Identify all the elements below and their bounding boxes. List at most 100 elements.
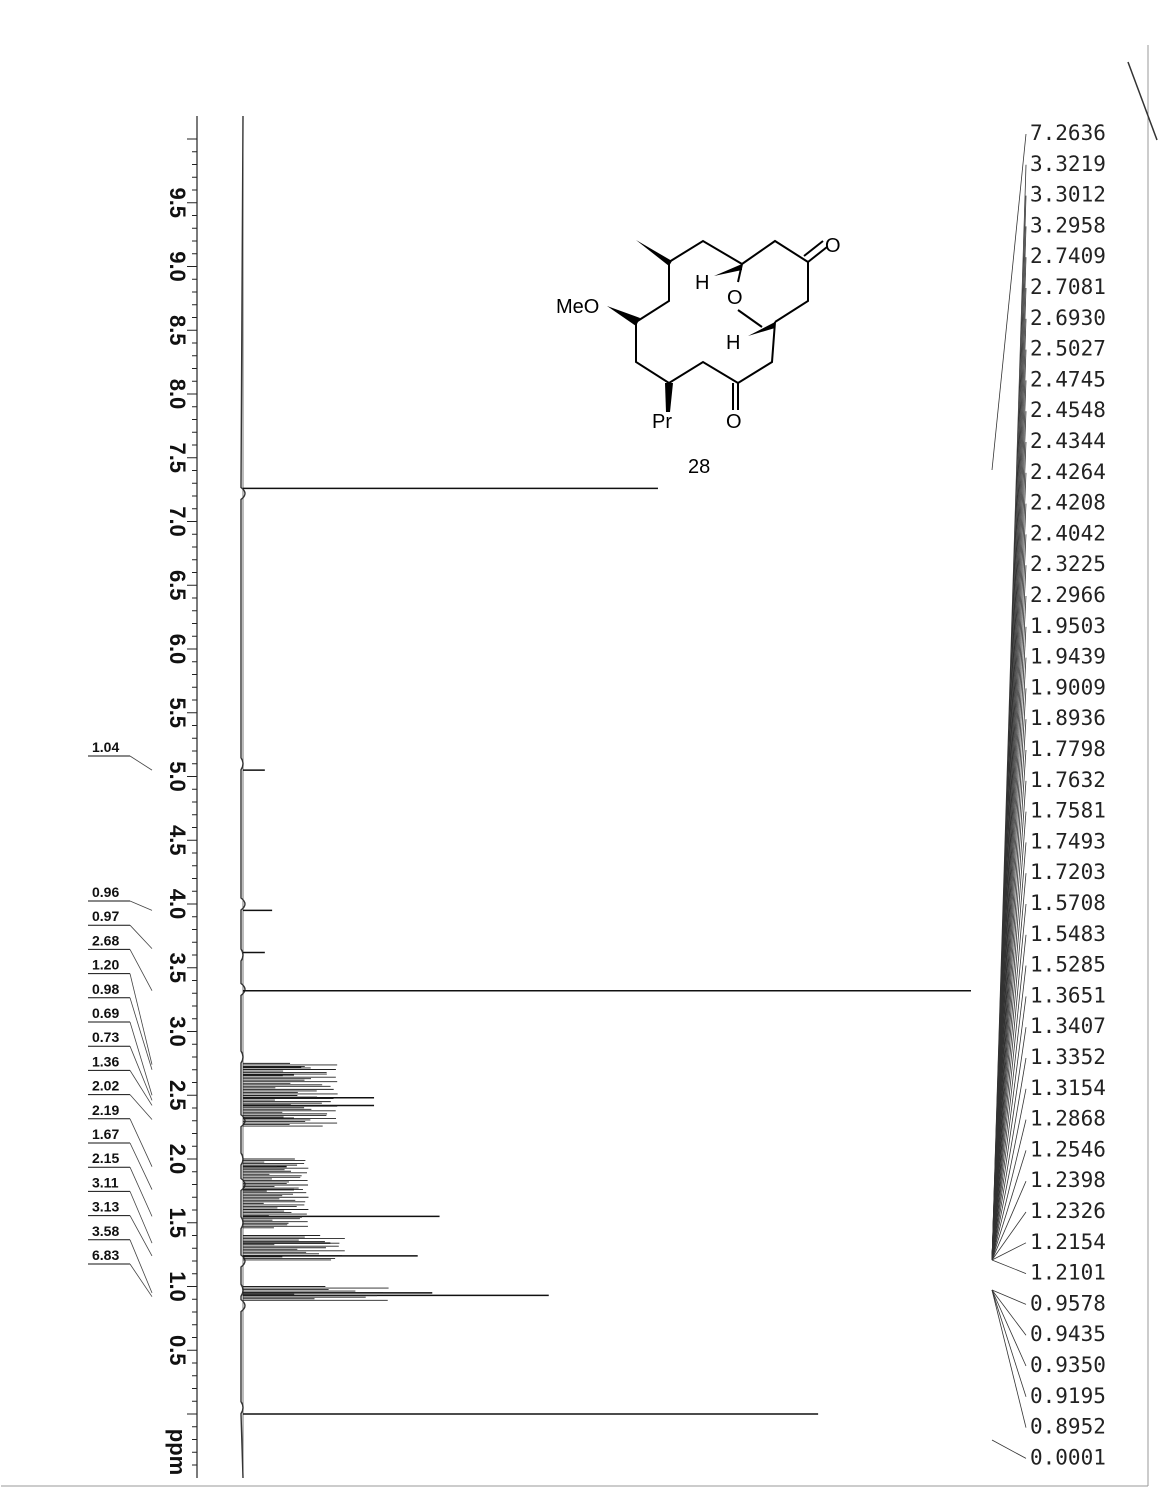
integral-connector — [129, 1239, 153, 1294]
spectrum-peaks — [243, 487, 971, 1415]
peak-connector — [991, 1027, 1027, 1261]
ppm-tick-label: 9.0 — [165, 251, 190, 282]
peak-label-connectors — [991, 133, 1027, 1459]
integral-connector — [129, 1167, 153, 1217]
peak-label: 2.4344 — [1030, 429, 1106, 453]
peak-connector — [991, 1259, 1027, 1274]
integral-value: 3.58 — [92, 1223, 119, 1239]
peak-label: 2.4548 — [1030, 398, 1106, 422]
integral-connector — [129, 1070, 153, 1106]
peak-label: 1.9009 — [1030, 675, 1106, 699]
integral-connector — [129, 924, 153, 949]
ether-bond-bottom — [737, 309, 763, 328]
peak-label: 1.5285 — [1030, 953, 1106, 977]
peak-connector — [991, 1211, 1027, 1261]
integral-trace — [240, 115, 246, 1479]
h-wedge-top — [714, 264, 742, 276]
ring-bond-bottom-right — [737, 321, 776, 384]
peak-labels: 7.26363.32193.30123.29582.74092.70812.69… — [1030, 121, 1106, 1469]
integral-value: 2.02 — [92, 1078, 119, 1094]
ring-bond-left-upper — [635, 262, 670, 323]
ring-oxygen-label: O — [727, 287, 743, 309]
integral-connector — [129, 1094, 153, 1120]
integral-value: 1.67 — [92, 1126, 119, 1142]
peak-label: 1.7493 — [1030, 829, 1106, 853]
h-wedge-bottom — [748, 322, 775, 336]
carbonyl-oxygen-bottom: O — [726, 411, 742, 433]
peak-connector — [991, 842, 1027, 1261]
integral-value: 0.98 — [92, 981, 119, 997]
peak-label: 1.2101 — [1030, 1261, 1106, 1285]
peak-connector — [991, 1289, 1027, 1305]
integral-curve-path — [240, 115, 246, 1479]
ppm-tick-label: 7.0 — [165, 506, 190, 537]
peak-label: 3.3219 — [1030, 152, 1106, 176]
integral-connector — [129, 949, 153, 991]
peak-connector — [991, 1088, 1027, 1261]
integral-value: 6.83 — [92, 1247, 119, 1263]
peak-label: 0.9435 — [1030, 1322, 1106, 1346]
integral-value: 0.69 — [92, 1005, 119, 1021]
peak-label: 2.4042 — [1030, 521, 1106, 545]
integral-connector — [129, 1046, 153, 1101]
integral-value: 0.96 — [92, 884, 119, 900]
peak-label: 1.2546 — [1030, 1137, 1106, 1161]
ppm-tick-label: 2.0 — [165, 1144, 190, 1175]
peak-connector — [991, 811, 1027, 1261]
peak-connector — [991, 1057, 1027, 1261]
peak-label: 1.2868 — [1030, 1107, 1106, 1131]
ring-bond-top-left — [668, 239, 743, 265]
ring-bond-left-lower — [635, 322, 670, 384]
peak-label: 1.3407 — [1030, 1014, 1106, 1038]
peak-connector — [991, 1181, 1027, 1261]
ring-bond-bottom-left — [668, 360, 739, 384]
peak-label: 1.2326 — [1030, 1199, 1106, 1223]
chemical-structure: MeO O O H H Pr O 28 — [556, 235, 841, 478]
integral-connector — [129, 1263, 153, 1297]
hydrogen-label-top: H — [695, 272, 709, 294]
peak-label: 2.4745 — [1030, 367, 1106, 391]
ppm-tick-label: 3.0 — [165, 1016, 190, 1047]
peak-label: 2.3225 — [1030, 552, 1106, 576]
peak-connector — [991, 133, 1027, 471]
integral-connector — [129, 1191, 153, 1244]
ppm-tick-label: 6.5 — [165, 570, 190, 601]
peak-connector — [991, 1119, 1027, 1261]
peak-label: 2.4264 — [1030, 460, 1106, 484]
peak-connector — [991, 873, 1027, 1261]
methoxy-label: MeO — [556, 296, 599, 318]
integral-connector — [129, 1021, 153, 1096]
peak-connector — [991, 934, 1027, 1261]
ppm-tick-label: 1.5 — [165, 1207, 190, 1238]
ppm-tick-label: 3.5 — [165, 952, 190, 983]
ring-bond-right — [774, 262, 809, 323]
carbonyl-bond-top-a — [807, 246, 828, 263]
integral-value: 1.04 — [92, 739, 119, 755]
ppm-tick-label: 2.5 — [165, 1080, 190, 1111]
ppm-tick-label: 5.5 — [165, 697, 190, 728]
integral-connector — [129, 1215, 153, 1257]
ppm-tick-label: 5.0 — [165, 761, 190, 792]
ppm-tick-label: 9.5 — [165, 187, 190, 218]
integral-value: 2.15 — [92, 1150, 119, 1166]
peak-label: 1.5708 — [1030, 891, 1106, 915]
peak-connector — [991, 1439, 1027, 1459]
scan-mark — [1127, 61, 1158, 141]
peak-label: 1.7203 — [1030, 860, 1106, 884]
integral-value: 1.36 — [92, 1053, 119, 1069]
integral-value: 1.20 — [92, 957, 119, 973]
ppm-tick-label: 4.0 — [165, 889, 190, 920]
peak-label: 2.4208 — [1030, 491, 1106, 515]
peak-connector — [991, 1289, 1027, 1397]
peak-connector — [991, 1289, 1027, 1367]
peak-label: 2.7081 — [1030, 275, 1106, 299]
ppm-tick-label: ppm — [165, 1429, 190, 1475]
peak-label: 0.9195 — [1030, 1384, 1106, 1408]
peak-connector — [991, 1150, 1027, 1261]
carbonyl-oxygen-top: O — [825, 235, 841, 257]
integral-value: 2.68 — [92, 932, 119, 948]
peak-label: 1.7798 — [1030, 737, 1106, 761]
ppm-tick-label: 6.0 — [165, 634, 190, 665]
